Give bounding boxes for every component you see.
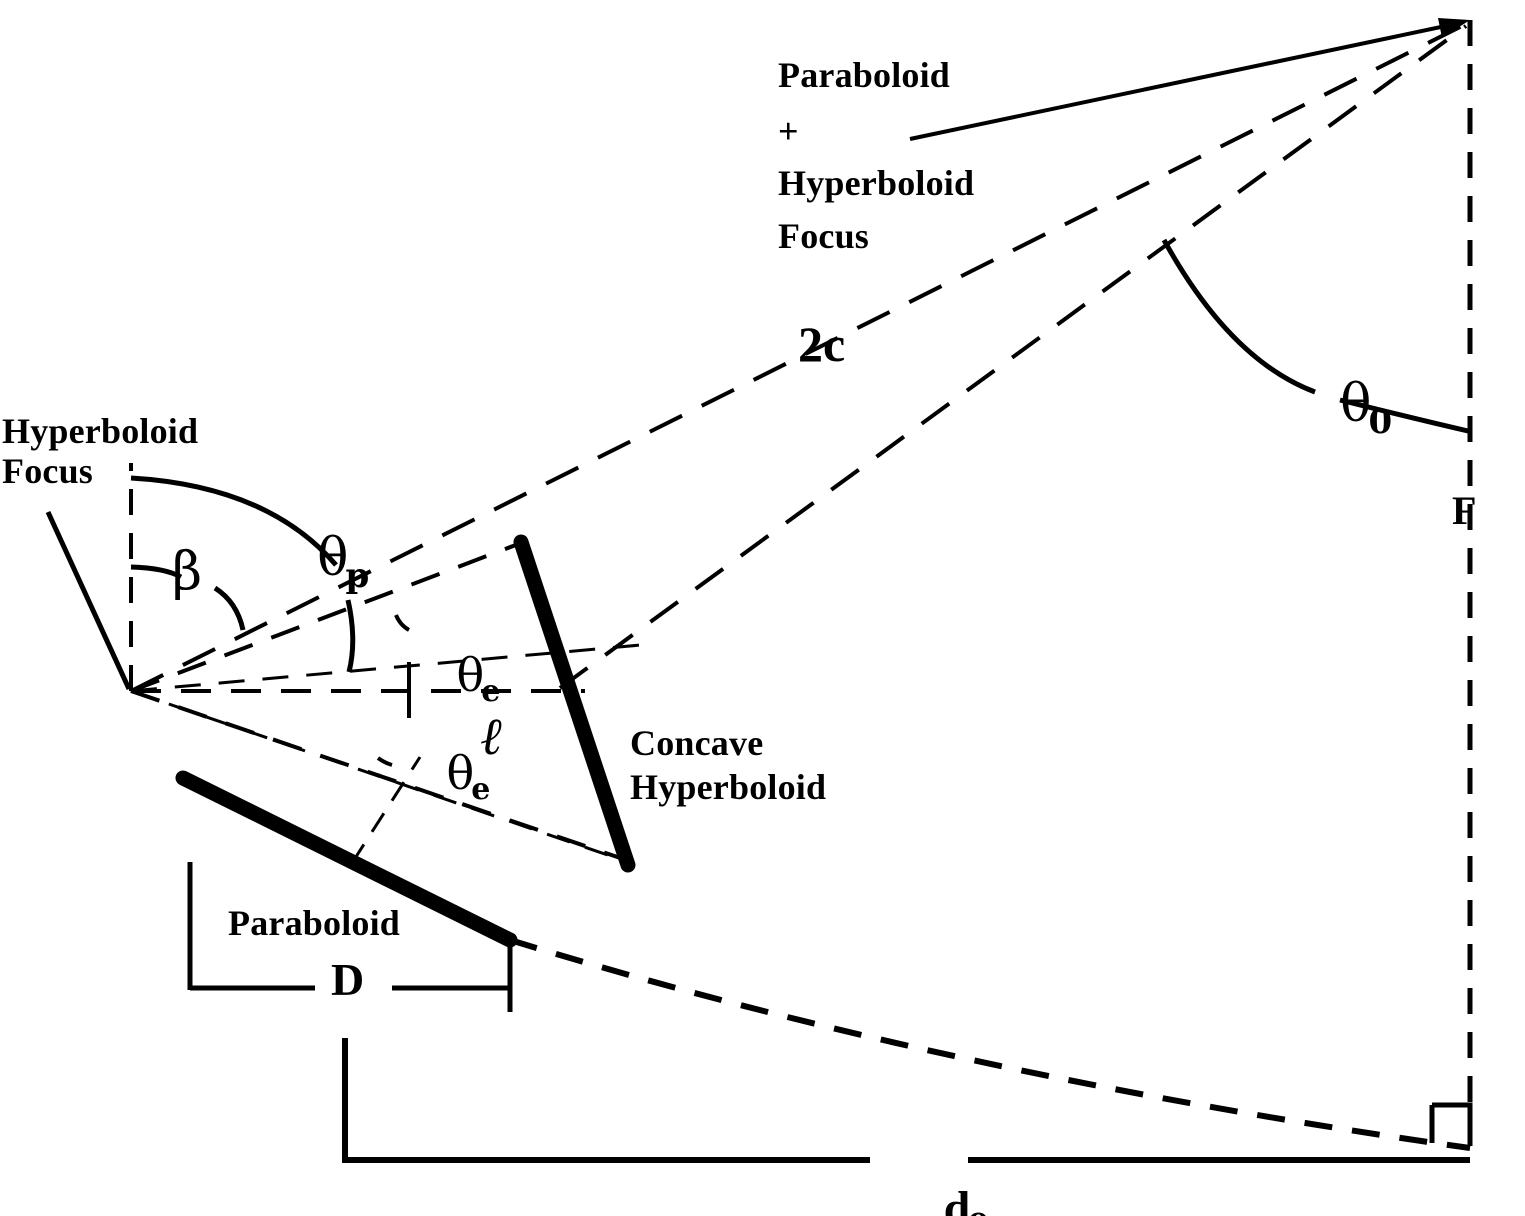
label-concave-hyperboloid-line2: Hyperboloid — [630, 767, 827, 807]
theta-0-subscript: 0 — [1368, 402, 1393, 443]
label-D: D — [331, 954, 365, 1005]
label-hyperboloid-focus-line1: Hyperboloid — [2, 411, 199, 451]
label-combined-focus-line1: Paraboloid — [778, 55, 951, 95]
label-paraboloid: Paraboloid — [228, 903, 401, 943]
theta-0-base: θ — [1340, 374, 1372, 435]
theta-p-subscript: p — [345, 556, 370, 597]
d0-base: d — [943, 1182, 971, 1216]
ray-2c-dashed — [130, 22, 1467, 693]
arc-theta-e-upper — [394, 614, 411, 691]
ray-theta0-dashed — [558, 24, 1468, 690]
theta-e-lower-subscript: e — [471, 771, 491, 807]
dimension-D — [187, 862, 513, 1012]
label-theta-p: θp — [251, 476, 372, 641]
theta-p-base: θ — [317, 528, 349, 589]
label-2c: 2c — [798, 316, 846, 372]
arc-theta-0 — [1161, 238, 1469, 434]
label-beta: β — [172, 542, 203, 602]
d0-subscript: 0 — [967, 1206, 989, 1216]
label-theta-0: θ0 — [1274, 322, 1395, 487]
label-hyperboloid-focus-line2: Focus — [2, 451, 93, 491]
label-ell: ℓ — [480, 707, 502, 767]
label-concave-hyperboloid-line1: Concave — [630, 723, 764, 763]
paraboloid-mirror — [175, 770, 518, 948]
wedge-lower-edge — [130, 689, 629, 864]
label-theta-e-upper: θe — [398, 602, 503, 748]
paraboloid-normal-dashed — [350, 756, 422, 864]
label-combined-focus-line4: Focus — [778, 216, 869, 256]
label-F: F — [1452, 488, 1477, 533]
arc-beta — [130, 564, 246, 631]
leader-line-hyperboloid-focus — [45, 510, 132, 691]
hyperboloid-mirror — [513, 534, 636, 873]
leader-line-combined-focus — [909, 18, 1470, 141]
label-theta-e-lower: θe — [388, 700, 493, 846]
theta-e-upper-subscript: e — [481, 673, 501, 709]
arc-theta-p — [130, 475, 356, 673]
right-angle-marker — [1429, 1102, 1473, 1143]
ray-theta-p-dashed — [130, 541, 522, 693]
label-combined-focus-line3: Hyperboloid — [778, 163, 975, 203]
parabola-curve-dashed — [509, 937, 1471, 1151]
theta-e-lower-base: θ — [446, 745, 475, 800]
arc-theta-e-lower — [376, 691, 411, 767]
label-d0: d0 — [880, 1128, 993, 1216]
label-combined-focus-plus: + — [778, 111, 799, 151]
theta-e-upper-base: θ — [456, 647, 485, 702]
ray-beta-lower-dashed — [130, 689, 633, 864]
dimension-d0 — [342, 1038, 1470, 1163]
